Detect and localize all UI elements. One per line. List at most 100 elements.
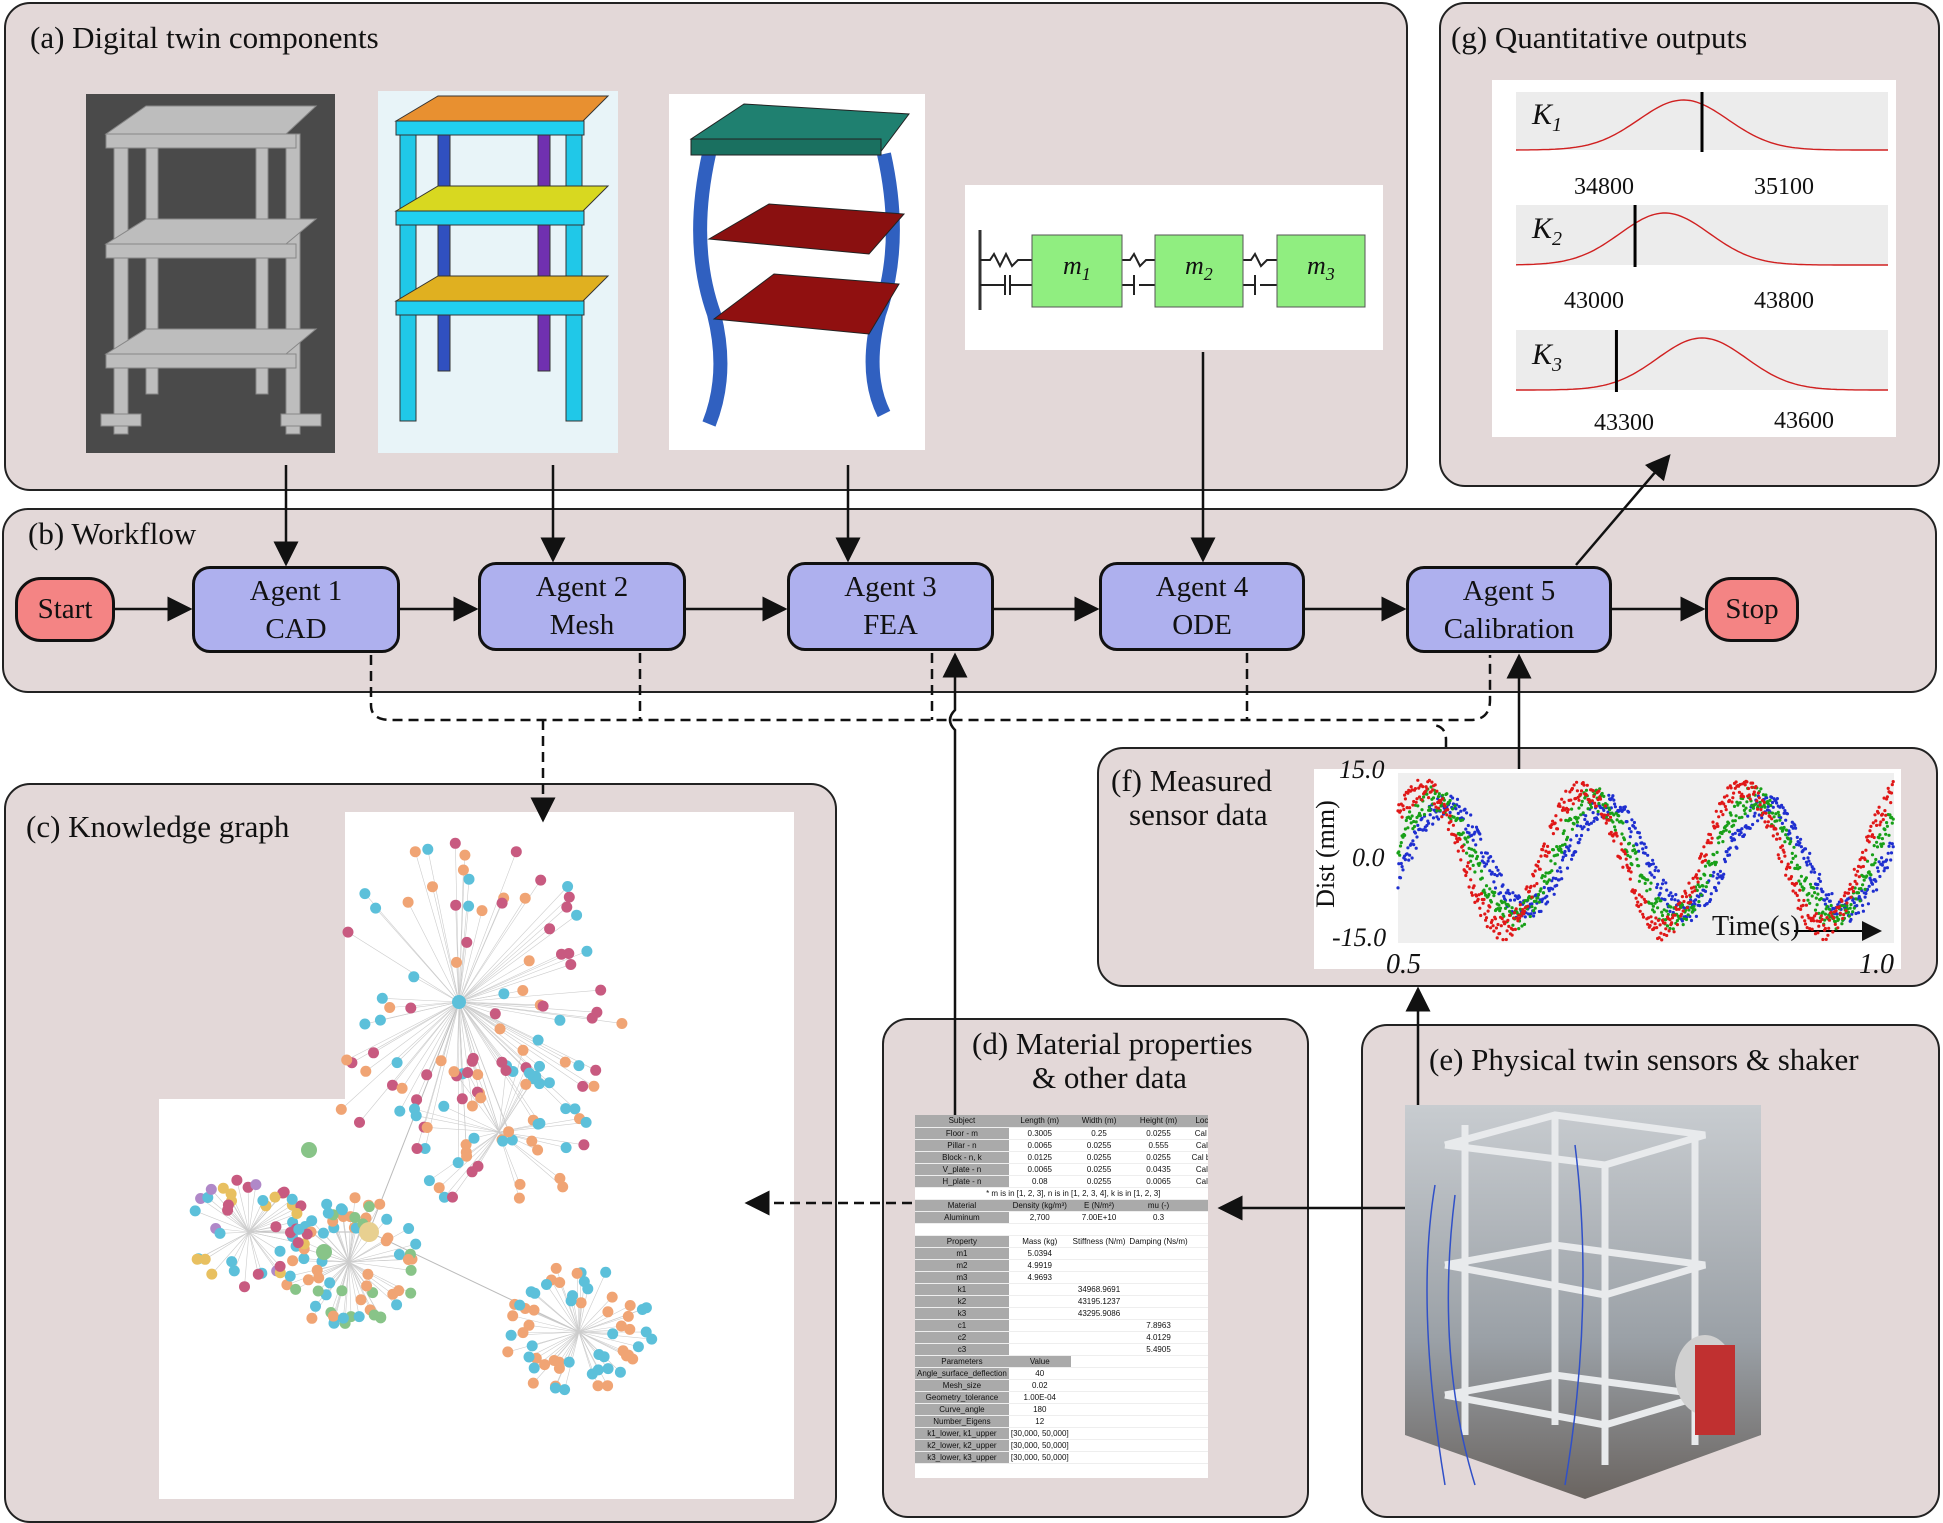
graph-node[interactable]	[403, 1223, 414, 1234]
graph-node[interactable]	[490, 1008, 501, 1019]
graph-node[interactable]	[616, 1018, 627, 1029]
graph-node[interactable]	[412, 1143, 423, 1154]
graph-node[interactable]	[215, 1228, 226, 1239]
graph-node[interactable]	[287, 1255, 298, 1266]
graph-node[interactable]	[356, 1294, 367, 1305]
graph-node[interactable]	[239, 1281, 250, 1292]
graph-node[interactable]	[498, 988, 509, 999]
graph-node[interactable]	[359, 888, 370, 899]
graph-node[interactable]	[577, 1081, 588, 1092]
graph-node[interactable]	[257, 1195, 268, 1206]
graph-node[interactable]	[381, 1214, 392, 1225]
graph-node[interactable]	[587, 1369, 598, 1380]
graph-node[interactable]	[374, 1199, 385, 1210]
graph-node[interactable]	[544, 923, 555, 934]
graph-node[interactable]	[410, 846, 421, 857]
graph-node[interactable]	[436, 1055, 447, 1066]
graph-node[interactable]	[424, 1175, 435, 1186]
graph-node[interactable]	[293, 1224, 304, 1235]
graph-node[interactable]	[303, 1274, 314, 1285]
graph-node[interactable]	[318, 1228, 329, 1239]
graph-node[interactable]	[397, 1083, 408, 1094]
graph-node[interactable]	[603, 1363, 614, 1374]
graph-node[interactable]	[427, 881, 438, 892]
graph-node[interactable]	[298, 1253, 309, 1264]
graph-node[interactable]	[495, 1023, 506, 1034]
graph-node[interactable]	[392, 1057, 403, 1068]
graph-node[interactable]	[411, 1094, 422, 1105]
graph-node[interactable]	[464, 874, 475, 885]
graph-node[interactable]	[534, 1061, 545, 1072]
graph-node[interactable]	[451, 957, 462, 968]
graph-node[interactable]	[600, 1267, 611, 1278]
graph-node[interactable]	[520, 893, 531, 904]
graph-node[interactable]	[377, 993, 388, 1004]
graph-node[interactable]	[469, 1133, 480, 1144]
graph-node[interactable]	[361, 1280, 372, 1291]
knowledge-graph[interactable]	[159, 812, 794, 1499]
graph-node[interactable]	[503, 1126, 514, 1137]
graph-node[interactable]	[250, 1179, 261, 1190]
graph-node[interactable]	[394, 1106, 405, 1117]
graph-node[interactable]	[551, 1263, 562, 1274]
graph-node[interactable]	[381, 1235, 392, 1246]
graph-node[interactable]	[463, 901, 474, 912]
graph-node[interactable]	[206, 1269, 217, 1280]
graph-node[interactable]	[226, 1188, 237, 1199]
graph-node[interactable]	[535, 875, 546, 886]
graph-node[interactable]	[517, 985, 528, 996]
graph-node[interactable]	[360, 1066, 371, 1077]
graph-node[interactable]	[602, 1306, 613, 1317]
graph-node[interactable]	[458, 865, 469, 876]
graph-node[interactable]	[502, 1346, 513, 1357]
graph-node[interactable]	[561, 902, 572, 913]
graph-node[interactable]	[533, 1035, 544, 1046]
graph-node[interactable]	[312, 1265, 323, 1276]
graph-node[interactable]	[253, 1269, 264, 1280]
graph-node[interactable]	[528, 1378, 539, 1389]
graph-node[interactable]	[354, 1117, 365, 1128]
graph-node[interactable]	[556, 949, 567, 960]
graph-node[interactable]	[270, 1221, 281, 1232]
graph-node[interactable]	[447, 1192, 458, 1203]
graph-node[interactable]	[544, 1077, 555, 1088]
graph-node[interactable]	[275, 1261, 286, 1272]
graph-node[interactable]	[529, 1288, 540, 1299]
graph-node[interactable]	[564, 1357, 575, 1368]
graph-node[interactable]	[450, 900, 461, 911]
graph-node[interactable]	[641, 1302, 652, 1313]
graph-node[interactable]	[364, 1201, 375, 1212]
graph-node[interactable]	[450, 838, 461, 849]
graph-node[interactable]	[472, 1069, 483, 1080]
graph-node[interactable]	[593, 1380, 604, 1391]
graph-node[interactable]	[475, 1092, 486, 1103]
graph-node[interactable]	[287, 1194, 298, 1205]
graph-node[interactable]	[328, 1311, 339, 1322]
stop-node[interactable]: Stop	[1705, 577, 1799, 642]
graph-node[interactable]	[368, 1047, 379, 1058]
graph-node[interactable]	[497, 898, 508, 909]
graph-node[interactable]	[306, 1313, 317, 1324]
graph-node[interactable]	[391, 1299, 402, 1310]
graph-node[interactable]	[565, 959, 576, 970]
graph-node[interactable]	[514, 1300, 525, 1311]
graph-hub-node[interactable]	[452, 995, 466, 1009]
graph-node[interactable]	[411, 1110, 422, 1121]
graph-node[interactable]	[607, 1328, 618, 1339]
graph-node[interactable]	[588, 1081, 599, 1092]
graph-node[interactable]	[226, 1256, 237, 1267]
graph-node[interactable]	[506, 1330, 517, 1341]
graph-node[interactable]	[572, 1268, 583, 1279]
graph-hub-node[interactable]	[316, 1244, 332, 1260]
graph-node[interactable]	[341, 1055, 352, 1066]
graph-node[interactable]	[467, 1056, 478, 1067]
graph-hub-node[interactable]	[301, 1142, 317, 1158]
graph-node[interactable]	[578, 1139, 589, 1150]
graph-node[interactable]	[421, 1069, 432, 1080]
graph-node[interactable]	[623, 1311, 634, 1322]
graph-node[interactable]	[457, 1093, 468, 1104]
graph-node[interactable]	[501, 1065, 512, 1076]
